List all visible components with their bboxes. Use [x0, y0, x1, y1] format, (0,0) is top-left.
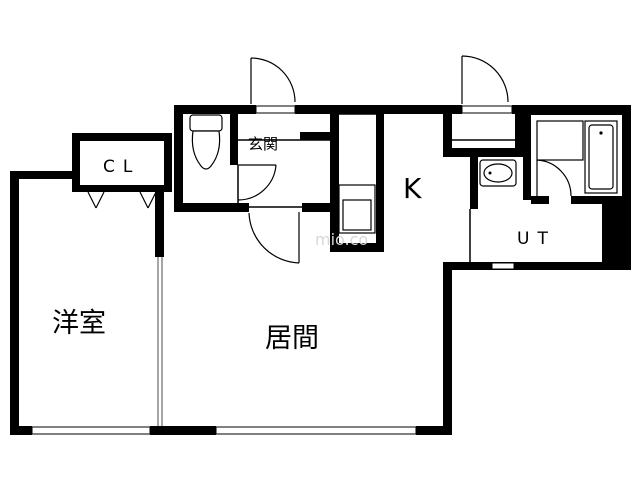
bottom-wall-mid — [150, 426, 216, 435]
ut-wall-bottom — [443, 262, 631, 270]
room-label-closet: CL — [103, 157, 140, 177]
room-labels: 洋室 居間 K 玄関 CL UT — [52, 135, 556, 354]
closet-wall-right — [164, 133, 172, 192]
ut-wall-inner — [602, 204, 622, 264]
doors — [237, 55, 572, 264]
bottom-wall-left — [10, 426, 32, 435]
kitchen-counter-bottom — [330, 243, 384, 252]
watermark-text: mio.co — [315, 230, 368, 249]
bath-door-swing — [536, 159, 572, 197]
toilet-wall-left — [174, 105, 183, 212]
kitchen-counter-left — [330, 170, 339, 252]
bath-wall-bottom-right — [571, 196, 622, 204]
ut-floor-mark — [491, 262, 515, 270]
bathtub-icon — [584, 120, 618, 194]
bath-wall-right — [622, 105, 631, 270]
bottom-wall-right — [416, 426, 452, 435]
fixtures — [189, 114, 618, 234]
storage-door-swing — [461, 55, 509, 103]
ut-wall-left — [470, 157, 478, 209]
living-wall-right — [443, 262, 452, 435]
room-label-living-room: 居間 — [265, 323, 319, 354]
kitchen-stove-icon — [338, 184, 376, 234]
closet-wall-bottom — [72, 185, 172, 192]
top-wall-toilet — [174, 105, 256, 114]
room-label-entrance: 玄関 — [248, 135, 278, 153]
front-door-swing — [250, 57, 296, 103]
kitchen-wall-right — [443, 105, 452, 157]
western-room-wall-left — [10, 171, 19, 435]
window-top-storage-door — [461, 105, 513, 114]
storage-wall-bottom — [443, 148, 523, 157]
bath-wall-bottom — [531, 196, 549, 204]
entrance-wall-right — [330, 105, 339, 212]
toilet-wall-right — [230, 105, 238, 165]
window-top-toilet-door — [255, 105, 296, 114]
window-bottom-right — [215, 426, 417, 435]
closet-doors — [87, 191, 157, 209]
toilet-icon — [189, 114, 223, 170]
bath-wall-top — [523, 105, 631, 115]
thin-lines — [31, 105, 515, 435]
toilet-wall-bottom — [174, 203, 249, 212]
entrance-wall-bottom — [302, 203, 339, 212]
closet-wall-top — [72, 133, 172, 141]
room-label-kitchen: K — [403, 172, 422, 205]
room-label-utility: UT — [517, 229, 556, 249]
kitchen-counter-right — [376, 114, 384, 252]
toilet-door-swing — [237, 164, 277, 201]
top-wall-entrance — [295, 105, 462, 114]
closet-wall-left — [72, 133, 80, 192]
living-door-swing — [248, 212, 300, 264]
window-bottom-left — [31, 426, 151, 435]
room-label-western-room: 洋室 — [52, 308, 106, 339]
storage-wall-right — [515, 105, 523, 157]
partition-western-living — [155, 192, 164, 257]
western-room-wall-top — [10, 171, 76, 179]
walls — [10, 105, 631, 435]
bath-floor — [536, 120, 584, 161]
washbasin-icon — [479, 159, 517, 187]
bath-wall-left — [523, 105, 531, 200]
entrance-step — [300, 132, 338, 140]
